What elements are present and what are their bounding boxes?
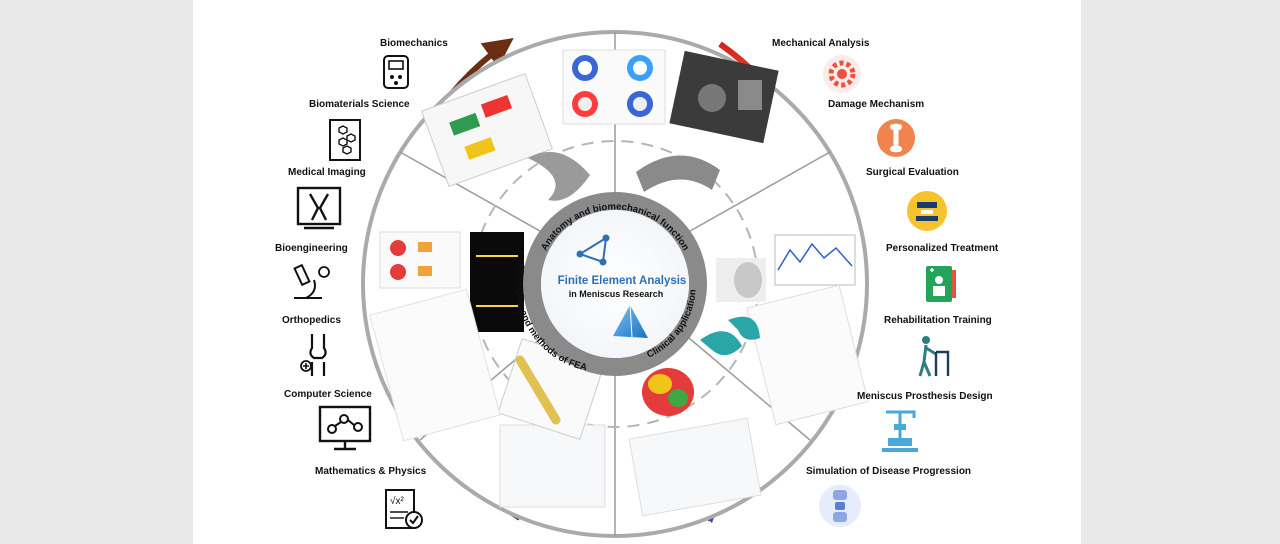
triangle-nodes-icon	[576, 234, 610, 266]
thumb-meniscus-mesh-left	[420, 72, 554, 188]
bone-icon	[877, 119, 915, 157]
thumb-meniscus-grid-right	[746, 284, 869, 426]
hexagon-grid-icon	[329, 119, 361, 161]
thumb-meniscus-teal	[700, 316, 760, 356]
label-medical-imaging: Medical Imaging	[288, 167, 366, 178]
divider-lower-right	[682, 332, 811, 441]
thumb-knee-model	[716, 258, 766, 302]
formula-document-icon: √x²	[385, 489, 423, 529]
label-mechanical-analysis: Mechanical Analysis	[772, 38, 870, 49]
surgical-lamp-icon	[907, 191, 947, 231]
thumb-colored-knee	[642, 368, 694, 416]
label-rehabilitation-training: Rehabilitation Training	[884, 315, 992, 326]
thumb-mri-photo	[669, 50, 779, 144]
spine-joint-icon	[819, 485, 861, 527]
microscope-icon	[293, 263, 330, 299]
walker-person-icon	[918, 336, 950, 377]
label-computer-science: Computer Science	[284, 389, 372, 400]
center-title: Finite Element Analysis	[558, 275, 687, 287]
knee-joint-icon	[300, 334, 327, 376]
thumb-plots	[774, 234, 856, 286]
pyramid-mesh-icon	[613, 304, 648, 338]
thumb-knee-models-left	[379, 231, 461, 289]
svg-text:√x²: √x²	[390, 495, 404, 507]
divider-left	[399, 151, 548, 236]
label-biomechanics: Biomechanics	[380, 38, 448, 49]
thumb-implant-series	[369, 288, 501, 442]
xray-monitor-icon	[296, 186, 342, 230]
medical-record-icon	[926, 266, 956, 302]
label-surgical-evaluation: Surgical Evaluation	[866, 167, 959, 178]
meter-icon	[383, 55, 409, 89]
robotic-arm-icon	[882, 410, 918, 452]
network-monitor-icon	[318, 405, 372, 451]
thumb-tissue-layers	[636, 155, 720, 192]
thumb-crescent-model	[528, 151, 590, 201]
thumb-xray-panel	[470, 232, 524, 332]
center-subtitle: in Meniscus Research	[569, 289, 664, 299]
label-biomaterials-science: Biomaterials Science	[309, 99, 410, 110]
gear-icon	[823, 55, 861, 93]
label-orthopedics: Orthopedics	[282, 315, 341, 326]
label-damage-mechanism: Damage Mechanism	[828, 99, 925, 110]
thumb-stress-grid-bottom-right	[628, 417, 762, 517]
label-bioengineering: Bioengineering	[275, 243, 348, 254]
label-simulation-disease-progression: Simulation of Disease Progression	[806, 466, 972, 477]
label-personalized-treatment: Personalized Treatment	[886, 243, 999, 254]
thumb-stress-grid-bottom-left	[499, 424, 606, 508]
thumb-stress-maps-top	[562, 49, 666, 125]
center-disk	[541, 210, 689, 358]
divider-right	[682, 151, 831, 236]
label-mathematics-physics: Mathematics & Physics	[315, 466, 427, 477]
label-meniscus-prosthesis-design: Meniscus Prosthesis Design	[857, 391, 993, 402]
